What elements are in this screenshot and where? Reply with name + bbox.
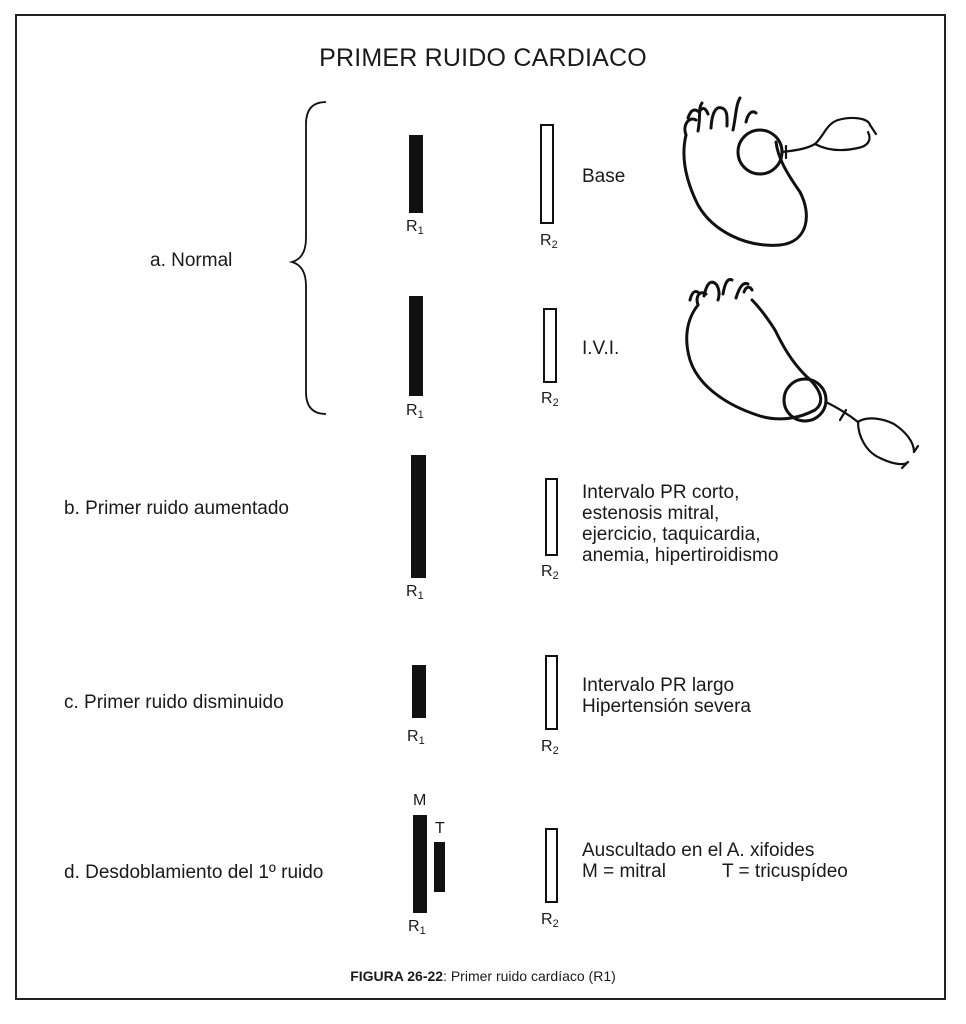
heart-ivi-icon [685,278,920,470]
decreased-cause-line: Hipertensión severa [582,696,751,717]
increased-causes: Intervalo PR corto, estenosis mitral, ej… [582,482,778,566]
r1-bar-decreased [412,665,426,718]
r1-bar-mitral [413,815,427,913]
r2-label-base: R2 [540,232,558,251]
caption-text: : Primer ruido cardíaco (R1) [443,968,616,984]
row-c-label: c. Primer ruido disminuido [64,692,284,713]
r2-bar-ivi [543,308,557,383]
r2-label-increased: R2 [541,563,559,582]
base-location-text: Base [582,166,626,187]
r2-bar-base [540,124,554,224]
r2-bar-split [545,828,558,903]
r1-label-ivi: R1 [406,402,424,421]
tricuspid-legend: T = tricuspídeo [722,861,848,882]
r1-label-split: R1 [408,918,426,937]
increased-cause-line: Intervalo PR corto, [582,482,740,503]
figure-frame [15,14,946,1000]
r2-label-decreased: R2 [541,738,559,757]
r1-bar-increased [411,455,426,578]
increased-cause-line: estenosis mitral, [582,503,720,524]
increased-cause-line: anemia, hipertiroidismo [582,545,779,566]
r2-label-ivi: R2 [541,390,559,409]
row-d-label: d. Desdoblamiento del 1º ruido [64,862,324,883]
r1-label-increased: R1 [406,583,424,602]
r1-bar-tricuspid [434,842,445,892]
r1-bar-ivi [409,296,423,396]
r2-label-split: R2 [541,911,559,930]
r1-bar-base [409,135,423,213]
caption-number: FIGURA 26-22 [350,968,444,984]
decreased-causes: Intervalo PR largo Hipertensión severa [582,675,751,717]
r1-label-base: R1 [406,218,424,237]
row-b-label: b. Primer ruido aumentado [64,498,289,519]
increased-cause-line: ejercicio, taquicardia, [582,524,761,545]
row-a-label: a. Normal [150,250,233,271]
figure-caption: FIGURA 26-22: Primer ruido cardíaco (R1) [0,968,966,984]
decreased-cause-line: Intervalo PR largo [582,675,735,696]
mitral-legend: M = mitral [582,861,666,882]
r2-bar-decreased [545,655,558,730]
tricuspid-mark: T [435,820,445,837]
r2-bar-increased [545,478,558,556]
normal-brace [288,101,327,415]
r1-label-decreased: R1 [407,728,425,747]
ivi-location-text: I.V.I. [582,338,620,359]
figure-title: PRIMER RUIDO CARDIACO [319,44,647,72]
split-description: Auscultado en el A. xifoides [582,840,815,861]
heart-base-icon [682,96,878,247]
mitral-mark: M [413,792,427,809]
